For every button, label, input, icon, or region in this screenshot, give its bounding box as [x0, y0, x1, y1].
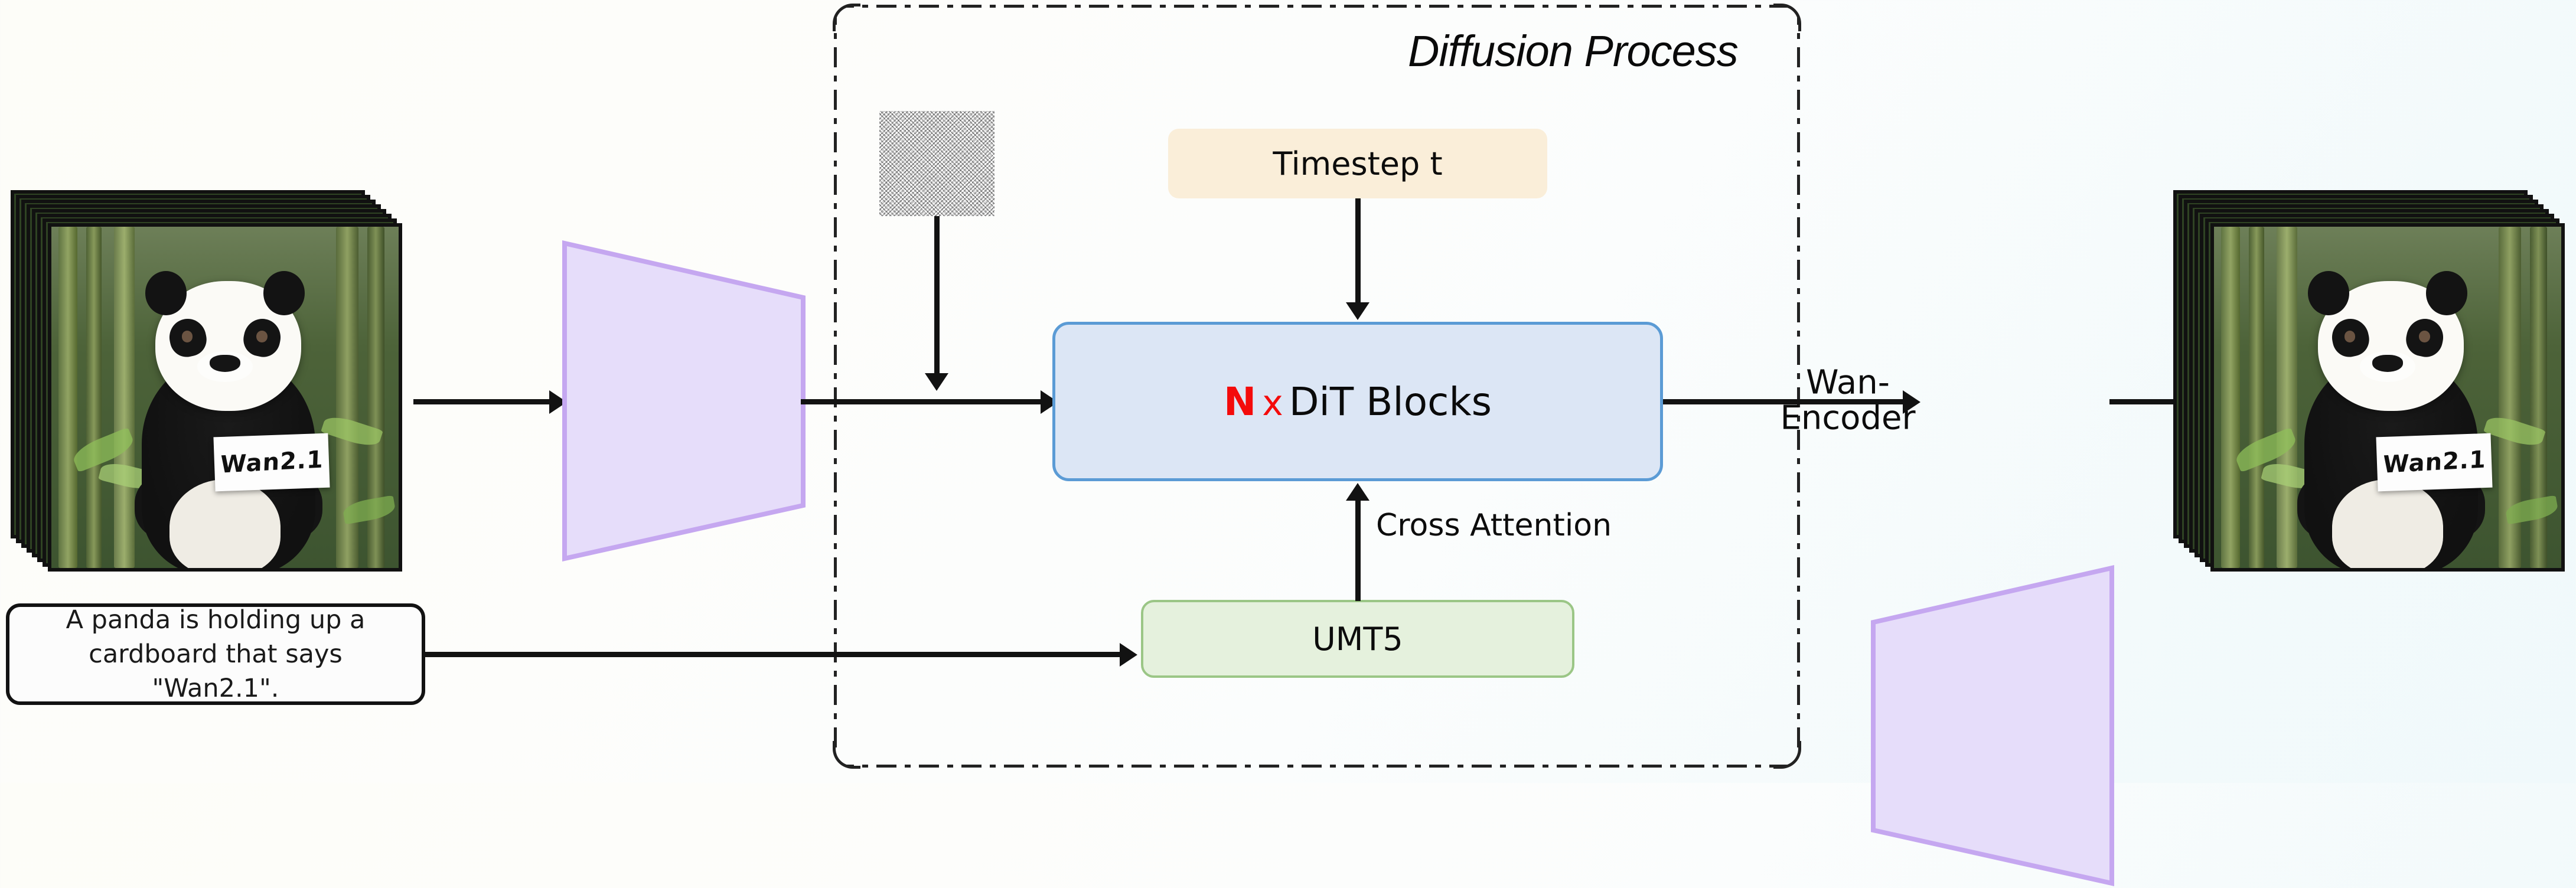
panda-photo: Wan2.1: [2214, 227, 2561, 568]
frame-sheet-front: Wan2.1: [48, 223, 402, 572]
text-prompt-node: A panda is holding up a cardboard that s…: [6, 603, 425, 705]
arrowhead-umt5-to-dit: [1346, 483, 1369, 501]
panda-photo: Wan2.1: [51, 227, 399, 568]
arrowhead-dit-to-decoder: [1903, 390, 1920, 414]
wan-decoder-label-line2: Decoder: [1869, 726, 2576, 761]
prompt-line-2: cardboard that says "Wan2.1".: [89, 639, 343, 704]
edge-timestep-to-dit: [1355, 198, 1361, 305]
edge-umt5-to-dit: [1355, 500, 1361, 601]
edge-decoder-to-frames: [2109, 399, 2203, 404]
umt5-text-encoder-node: UMT5: [1141, 600, 1574, 678]
wan-decoder-node: Wan- Decoder: [1869, 563, 2576, 888]
gaussian-noise-latent: [879, 111, 994, 216]
frame-sheet-front: Wan2.1: [2210, 223, 2565, 572]
wan-decoder-label-line1: Wan-: [1869, 690, 2576, 726]
cardboard-sign: Wan2.1: [2376, 433, 2493, 492]
input-video-frames: Wan2.1: [11, 190, 402, 574]
dit-blocks-label: DiT Blocks: [1289, 378, 1492, 425]
timestep-label: Timestep t: [1273, 145, 1443, 182]
dit-times-label: x: [1262, 382, 1283, 424]
output-video-frames: Wan2.1: [2173, 190, 2565, 574]
sign-text: Wan2.1: [220, 446, 324, 479]
timestep-node: Timestep t: [1168, 129, 1547, 198]
cross-attention-label: Cross Attention: [1376, 508, 1612, 543]
prompt-line-1: A panda is holding up a: [66, 605, 366, 635]
cardboard-sign: Wan2.1: [213, 433, 330, 492]
umt5-label: UMT5: [1312, 620, 1403, 658]
diffusion-process-label: Diffusion Process: [1408, 27, 1739, 76]
dit-count-label: N: [1223, 378, 1257, 425]
wan-encoder-node: Wan- Encoder: [560, 239, 2576, 563]
arrowhead-prompt-to-umt5: [1120, 643, 1137, 667]
region-corner-top-right: [1773, 4, 1801, 31]
region-corner-bottom-right: [1773, 741, 1801, 769]
sign-text: Wan2.1: [2382, 446, 2487, 479]
wan-encoder-label-line2: Encoder: [1780, 399, 1916, 438]
wan-encoder-label-line1: Wan-: [1806, 363, 1890, 402]
edge-noise-to-latent: [934, 216, 940, 377]
edge-frames-to-encoder: [413, 399, 550, 404]
arrowhead-timestep-to-dit: [1346, 302, 1369, 320]
edge-dit-to-decoder: [1663, 399, 1906, 404]
region-corner-top-left: [833, 4, 860, 31]
edge-prompt-to-umt5: [425, 652, 1123, 657]
region-corner-bottom-left: [833, 741, 860, 769]
edge-encoder-to-dit: [801, 399, 1044, 404]
arrowhead-noise-to-latent: [925, 373, 948, 391]
diagram-canvas: Diffusion Process: [6, 4, 2576, 886]
